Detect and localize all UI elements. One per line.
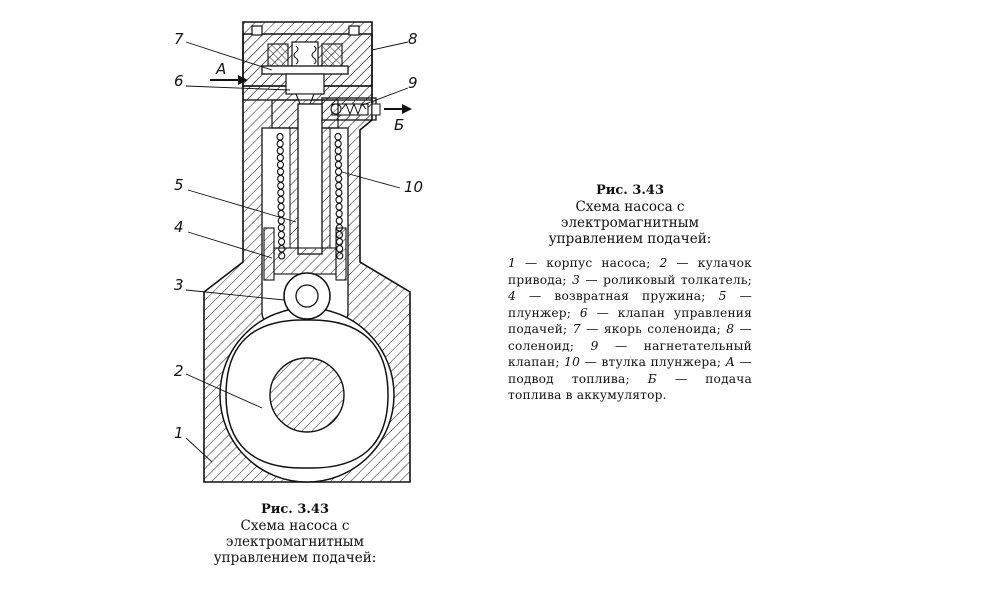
legend-item: 5 — плунжер;	[508, 289, 752, 320]
legend-key: 3	[572, 272, 581, 287]
legend-text: — втулка плунжера;	[580, 355, 726, 369]
legend-item: 6 — клапан управления подачей;	[508, 306, 752, 337]
legend-text: — корпус насоса;	[515, 256, 660, 270]
caption-line: Схема насоса с	[240, 518, 350, 534]
legend-key: 8	[726, 322, 735, 336]
caption-line: электромагнитным	[560, 215, 700, 231]
label-10: 10	[404, 178, 423, 196]
legend-key: 9	[590, 338, 599, 353]
legend-item: Б — подача топлива в аккумулятор.	[508, 372, 752, 403]
legend-item: А — подвод топлива;	[508, 355, 752, 386]
fuel-inlet-arrow	[210, 75, 248, 85]
legend-item: 8 — соленоид;	[508, 322, 752, 353]
legend-text: — роликовый толкатель;	[580, 272, 752, 287]
legend-text: — клапан управления подачей;	[508, 305, 753, 337]
label-2: 2	[174, 362, 184, 380]
roller-follower	[283, 272, 331, 320]
legend: 1 — корпус насоса; 2 — кулачок привода; …	[508, 255, 752, 404]
legend-key: 4	[508, 289, 516, 303]
fuel-outlet-arrow	[384, 104, 412, 114]
label-7: 7	[174, 30, 184, 48]
legend-key: 7	[572, 322, 581, 336]
figure-number: Рис. 3.43	[595, 183, 665, 198]
label-6: 6	[174, 72, 184, 90]
legend-text: — подвод топлива;	[508, 355, 753, 386]
solenoid-armature	[261, 65, 349, 75]
label-a: А	[215, 60, 226, 78]
drive-cam	[225, 319, 389, 469]
legend-text: — возвратная пружина;	[515, 289, 719, 303]
figure-caption-bottom: Рис. 3.43 Схема насоса с электромагнитны…	[170, 502, 420, 566]
legend-item: 9 — нагнетательный клапан;	[508, 339, 752, 370]
figure-number: Рис. 3.43	[260, 502, 330, 517]
legend-text: — якорь соленоида;	[580, 322, 727, 336]
legend-text: — соленоид;	[508, 322, 753, 353]
legend-key: 1	[508, 256, 516, 270]
leader-lines	[185, 41, 409, 463]
spring-seat	[263, 227, 347, 281]
label-b: Б	[394, 116, 404, 134]
legend-key: А	[725, 355, 736, 369]
legend-key: Б	[647, 371, 657, 386]
label-3: 3	[174, 276, 184, 294]
legend-text: — подача топлива в аккумулятор.	[508, 371, 752, 403]
caption-line: электромагнитным	[225, 534, 365, 550]
caption-line: управлением подачей:	[213, 550, 377, 566]
label-5: 5	[174, 176, 184, 194]
legend-text: — плунжер;	[508, 289, 752, 320]
legend-item: 2 — кулачок привода;	[508, 256, 752, 287]
label-8: 8	[408, 30, 418, 48]
legend-item: 1 — корпус насоса;	[508, 256, 659, 270]
legend-text: — нагнетательный клапан;	[508, 338, 753, 370]
legend-key: 2	[659, 256, 668, 270]
label-4: 4	[174, 218, 184, 236]
label-9: 9	[408, 74, 418, 92]
legend-key: 6	[579, 305, 588, 320]
legend-text: — кулачок привода;	[508, 256, 752, 287]
figure-caption-right: Рис. 3.43 Схема насоса с электромагнитны…	[508, 183, 752, 404]
legend-item: 10 — втулка плунжера;	[564, 355, 726, 369]
label-1: 1	[174, 424, 184, 442]
legend-item: 4 — возвратная пружина;	[508, 289, 719, 303]
caption-line: Схема насоса с	[575, 199, 685, 215]
legend-key: 5	[718, 289, 727, 303]
legend-key: 10	[564, 355, 581, 369]
caption-line: управлением подачей:	[548, 231, 712, 247]
legend-item: 3 — роликовый толкатель;	[572, 273, 752, 287]
plunger	[297, 103, 323, 255]
legend-item: 7 — якорь соленоида;	[573, 322, 727, 336]
